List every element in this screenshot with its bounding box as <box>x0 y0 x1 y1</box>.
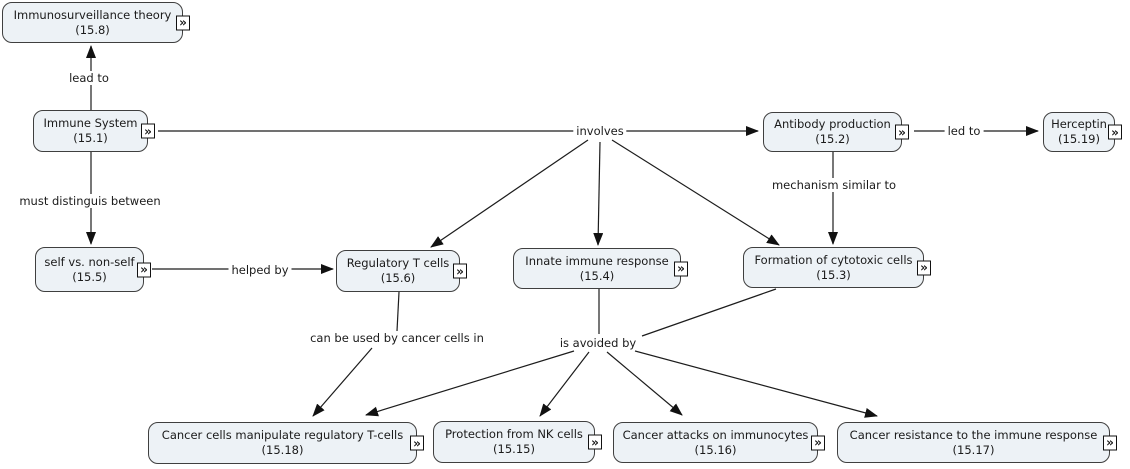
linking-phrase-must-distinguish-between[interactable]: must distinguis between <box>16 194 164 208</box>
concept-code: (15.16) <box>694 442 737 457</box>
concept-code: (15.5) <box>72 269 107 284</box>
linking-phrase-lead-to[interactable]: lead to <box>66 71 112 85</box>
concept-code: (15.8) <box>75 22 110 37</box>
concept-label: Cancer resistance to the immune response <box>849 427 1098 442</box>
concept-label: Immunosurveillance theory <box>13 7 172 22</box>
node-immune-system[interactable]: Immune System (15.1) » <box>33 110 155 152</box>
node-innate-immune-response[interactable]: Innate immune response (15.4) » <box>513 248 688 289</box>
resource-link-icon[interactable]: » <box>453 263 467 279</box>
concept-code: (15.6) <box>380 271 416 285</box>
node-antibody-production[interactable]: Antibody production (15.2) » <box>763 112 909 152</box>
concept-code: (15.17) <box>952 442 995 457</box>
concept-label: Immune System <box>43 116 138 131</box>
node-cancer-resistance-to-immune-response[interactable]: Cancer resistance to the immune response… <box>837 422 1117 463</box>
concept-label: Protection from NK cells <box>445 427 583 442</box>
concept-label: Cancer attacks on immunocytes <box>622 427 809 442</box>
resource-link-icon[interactable]: » <box>1103 435 1117 450</box>
node-self-vs-non-self[interactable]: self vs. non-self (15.5) » <box>35 247 151 292</box>
resource-link-icon[interactable]: » <box>410 435 424 451</box>
linking-phrase-can-be-used-by-cancer-cells-in[interactable]: can be used by cancer cells in <box>307 331 487 345</box>
linking-phrase-is-avoided-by[interactable]: is avoided by <box>556 336 640 350</box>
linking-phrase-mechanism-similar-to[interactable]: mechanism similar to <box>768 178 900 192</box>
concept-code: (15.18) <box>261 443 304 457</box>
concept-code: (15.19) <box>1058 132 1100 146</box>
linking-phrase-led-to[interactable]: led to <box>944 124 984 138</box>
resource-link-icon[interactable]: » <box>141 123 155 139</box>
resource-link-icon[interactable]: » <box>1108 124 1122 140</box>
node-protection-from-nk-cells[interactable]: Protection from NK cells (15.15) » <box>433 421 602 463</box>
node-cancer-attacks-on-immunocytes[interactable]: Cancer attacks on immunocytes (15.16) » <box>613 422 825 463</box>
resource-link-icon[interactable]: » <box>895 124 909 140</box>
concept-code: (15.15) <box>493 442 535 456</box>
concept-label: Regulatory T cells <box>346 256 450 271</box>
concept-label: self vs. non-self <box>44 254 135 269</box>
node-formation-of-cytotoxic-cells[interactable]: Formation of cytotoxic cells (15.3) » <box>743 247 931 288</box>
concept-label: Herceptin <box>1051 117 1107 132</box>
resource-link-icon[interactable]: » <box>917 260 931 275</box>
node-herceptin[interactable]: Herceptin (15.19) » <box>1043 112 1122 152</box>
linking-phrase-involves[interactable]: involves <box>573 124 627 138</box>
concept-code: (15.4) <box>579 268 615 283</box>
resource-link-icon[interactable]: » <box>176 15 190 30</box>
resource-link-icon[interactable]: » <box>137 262 151 277</box>
resource-link-icon[interactable]: » <box>811 435 825 450</box>
linking-phrase-helped-by[interactable]: helped by <box>228 263 292 277</box>
node-immunosurveillance-theory[interactable]: Immunosurveillance theory (15.8) » <box>2 2 190 43</box>
concept-label: Innate immune response <box>525 253 669 268</box>
resource-link-icon[interactable]: » <box>588 434 602 450</box>
concept-code: (15.1) <box>73 131 108 145</box>
concept-label: Cancer cells manipulate regulatory T-cel… <box>161 428 404 443</box>
concept-label: Formation of cytotoxic cells <box>754 252 913 267</box>
node-cancer-cells-manipulate-regulatory-t-cells[interactable]: Cancer cells manipulate regulatory T-cel… <box>148 422 424 464</box>
concept-label: Antibody production <box>774 117 891 132</box>
concept-code: (15.2) <box>815 132 850 146</box>
resource-link-icon[interactable]: » <box>674 261 688 276</box>
concept-code: (15.3) <box>816 267 851 282</box>
node-regulatory-t-cells[interactable]: Regulatory T cells (15.6) » <box>336 250 467 292</box>
